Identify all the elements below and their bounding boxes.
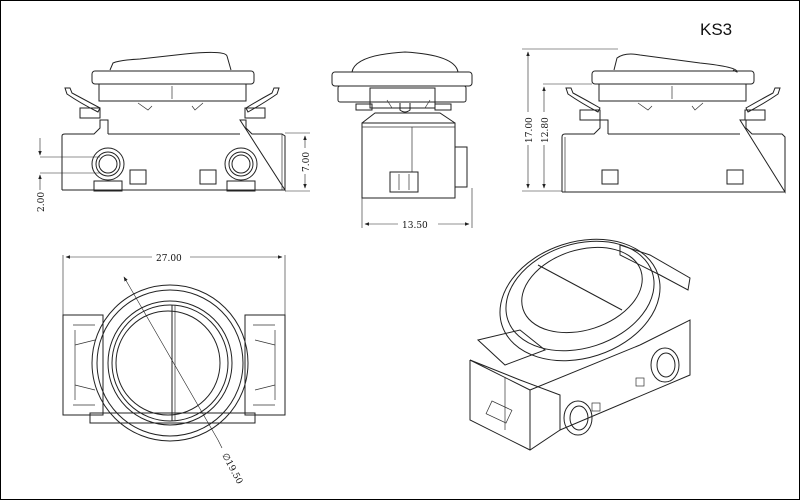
model-title: KS3 bbox=[700, 20, 733, 39]
dim-top-width: 27.00 bbox=[156, 254, 182, 264]
side-view: 13.50 bbox=[331, 51, 473, 231]
dim-front-pin: 2.00 bbox=[37, 192, 47, 212]
front-view: 7.00 2.00 bbox=[37, 51, 312, 212]
dim-right-total-height: 17.00 bbox=[525, 117, 535, 143]
dim-right-body-height: 12.80 bbox=[541, 117, 551, 143]
dim-front-height: 7.00 bbox=[302, 152, 312, 172]
dim-top-diameter: ∅19.50 bbox=[219, 452, 244, 487]
isometric-view bbox=[469, 238, 691, 451]
right-view: 17.00 12.80 bbox=[522, 48, 786, 194]
top-view: 27.00 ∅19.50 bbox=[62, 254, 286, 487]
dim-side-width: 13.50 bbox=[402, 221, 428, 231]
